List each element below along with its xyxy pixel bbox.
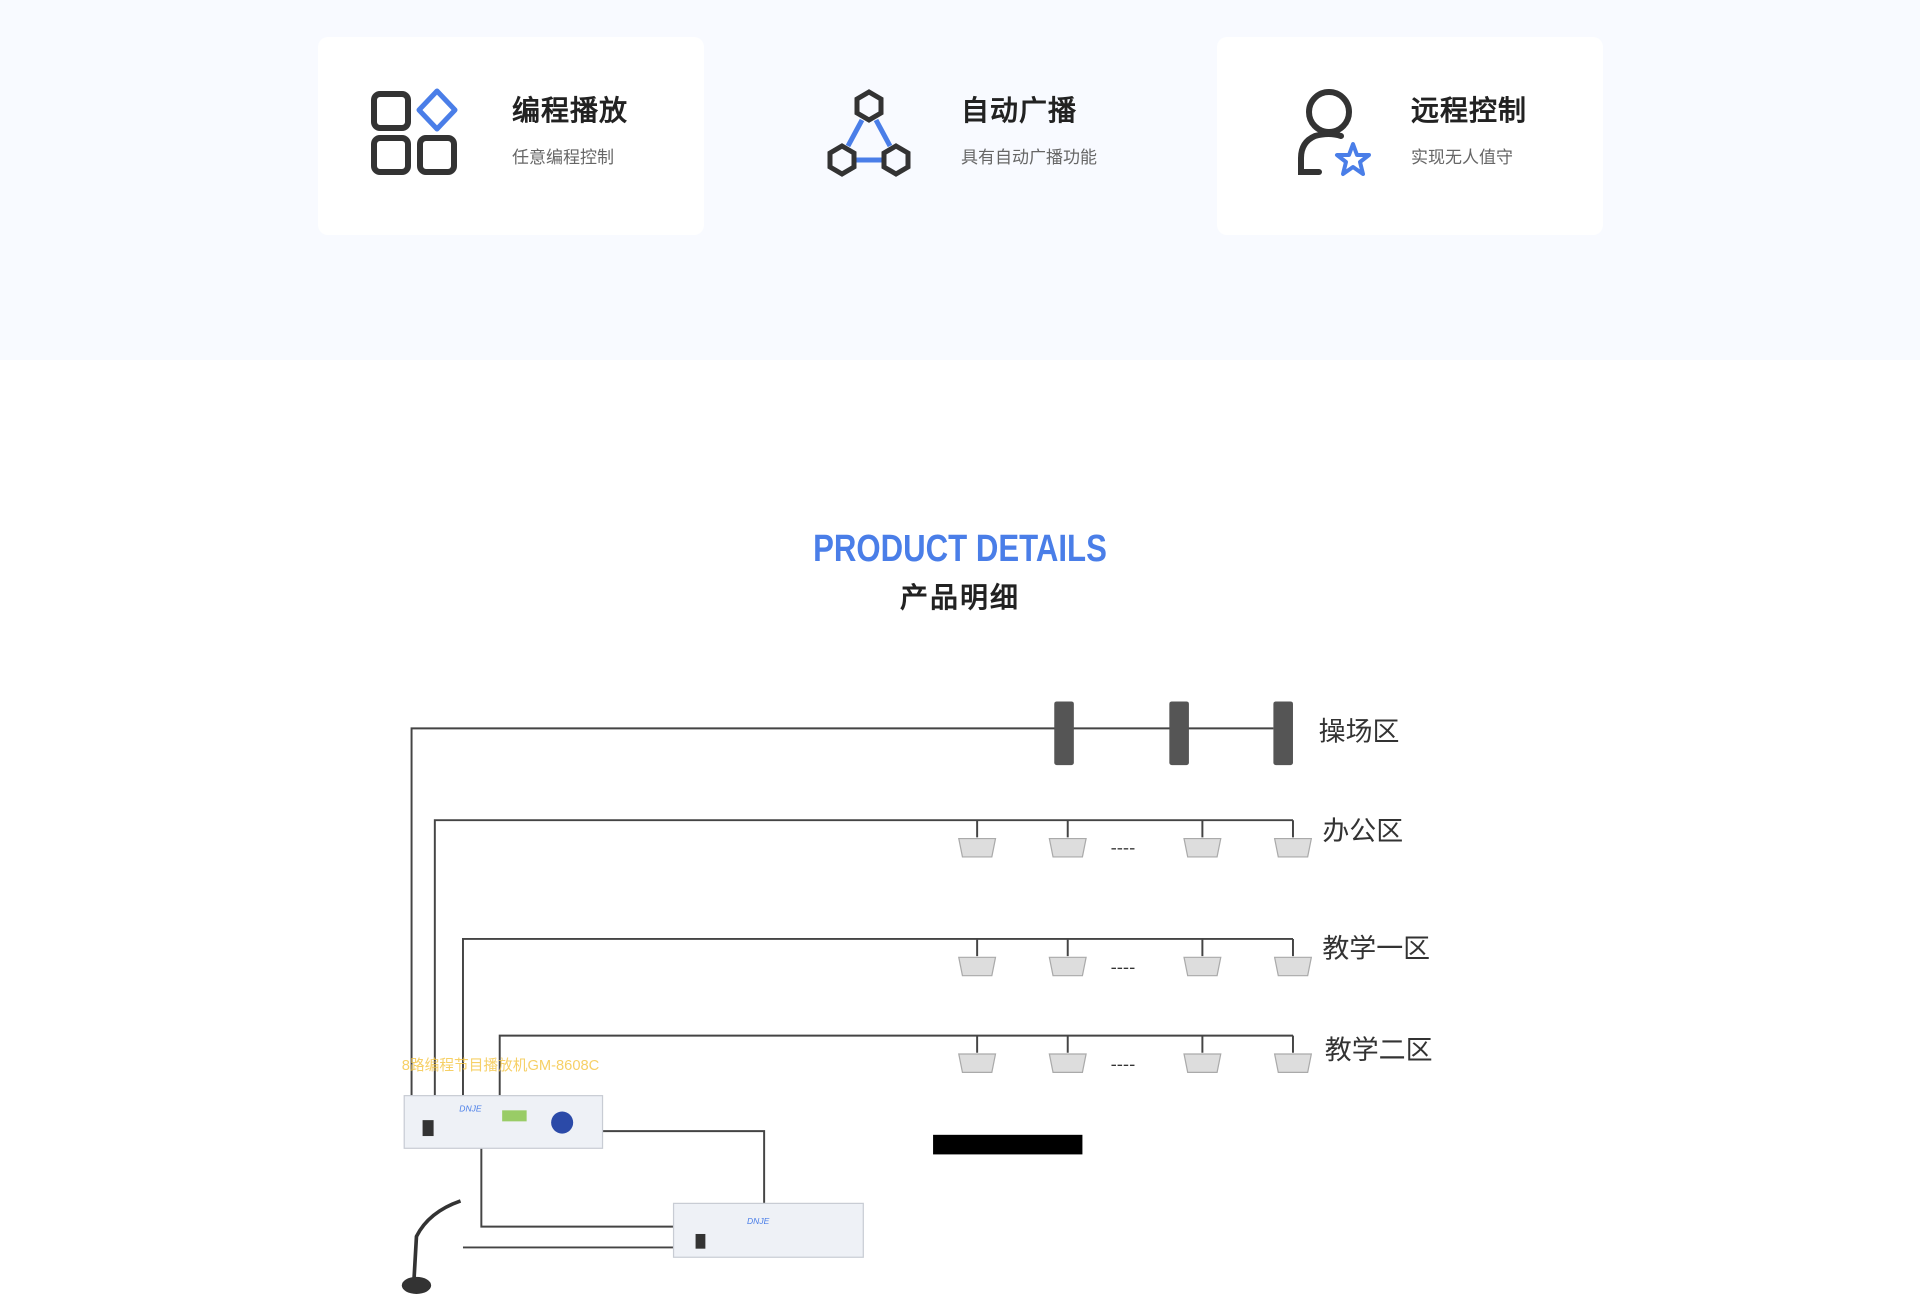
ceiling-speaker [958, 837, 997, 858]
device-label: 8路编程节目播放机GM-8608C [402, 1057, 600, 1074]
ceiling-speaker [958, 956, 997, 977]
ceiling-speaker [1183, 1053, 1222, 1073]
wiring-lines [410, 727, 1294, 1249]
feature-title: 远程控制 [1411, 95, 1528, 126]
program-player-device: DNJE [403, 1095, 604, 1149]
ceiling-speaker [1048, 1053, 1087, 1073]
feature-subtitle: 任意编程控制 [512, 148, 614, 167]
feature-title: 编程播放 [512, 95, 629, 126]
ceiling-speaker [1273, 837, 1313, 858]
black-bar [933, 1134, 1083, 1155]
feature-title: 自动广播 [961, 95, 1078, 126]
ceiling-speaker [1048, 956, 1087, 977]
brand-logo: DNJE [459, 1104, 482, 1114]
user-star-icon [1298, 89, 1371, 176]
ceiling-speaker [1048, 837, 1087, 858]
dashes: ---- [1111, 1055, 1136, 1075]
feature-card-auto-broadcast[interactable]: 自动广播 具有自动广播功能 [772, 37, 1158, 235]
ceiling-speakers [958, 837, 1313, 1073]
column-speaker [1054, 701, 1074, 766]
ceiling-speaker [1183, 837, 1222, 858]
microphone-icon [401, 1199, 462, 1294]
feature-card-programming[interactable]: 编程播放 任意编程控制 [318, 37, 704, 235]
column-speakers [1054, 701, 1293, 766]
zone-label: 教学一区 [1322, 933, 1430, 964]
amplifier-device: DNJE [672, 1202, 864, 1258]
grid-diamond-icon [371, 88, 458, 175]
section-title-cn: 产品明细 [899, 582, 1020, 613]
zone-label: 操场区 [1319, 717, 1400, 748]
ceiling-speaker [1273, 956, 1313, 977]
zone-label: 办公区 [1322, 816, 1403, 847]
brand-logo: DNJE [747, 1216, 770, 1226]
feature-subtitle: 实现无人值守 [1411, 148, 1513, 167]
section-title-en: PRODUCT DETAILS [813, 528, 1107, 570]
zone-label: 教学二区 [1325, 1035, 1433, 1066]
feature-card-remote-control[interactable]: 远程控制 实现无人值守 [1217, 37, 1603, 235]
column-speaker [1169, 701, 1189, 766]
column-speaker [1273, 701, 1293, 766]
ceiling-speaker [958, 1053, 997, 1073]
dashes: ---- [1111, 838, 1136, 858]
hexagon-network-icon [827, 89, 911, 177]
dashes: ---- [1111, 958, 1136, 978]
feature-subtitle: 具有自动广播功能 [961, 148, 1097, 167]
ceiling-speaker [1273, 1053, 1313, 1073]
ceiling-speaker [1183, 956, 1222, 977]
